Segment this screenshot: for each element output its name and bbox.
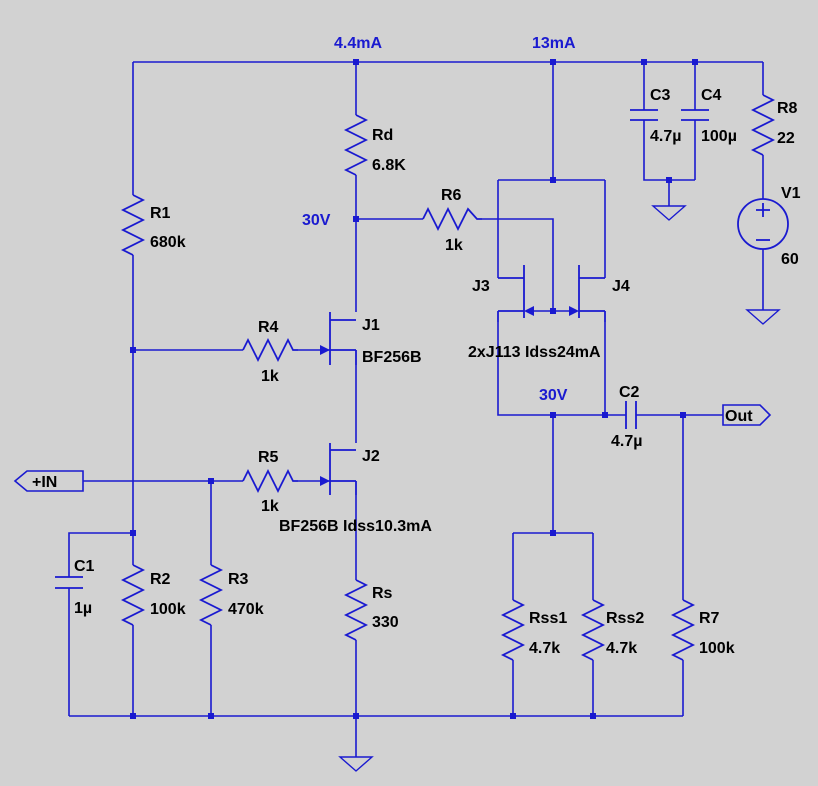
voltage-source-v1 xyxy=(737,198,789,250)
r2-name: R2 xyxy=(150,571,171,588)
rs-value: 330 xyxy=(372,614,399,631)
r4-name: R4 xyxy=(258,319,279,336)
rss2-value: 4.7k xyxy=(606,640,637,657)
rd-value: 6.8K xyxy=(372,157,406,174)
c2-value: 4.7µ xyxy=(611,433,642,450)
resistor-rd xyxy=(343,114,369,176)
resistor-r4 xyxy=(242,337,298,363)
capacitor-c3 xyxy=(630,109,658,121)
current-annotation-right: 13mA xyxy=(532,35,576,52)
ground-icon xyxy=(338,756,374,772)
r6-name: R6 xyxy=(441,187,462,204)
j2-model: BF256B Idss10.3mA xyxy=(279,518,432,535)
ground-icon xyxy=(745,309,781,325)
c3-value: 4.7µ xyxy=(650,128,681,145)
resistor-r3 xyxy=(198,564,224,626)
jfet-j1 xyxy=(320,312,357,365)
output-port-label: Out xyxy=(725,408,753,425)
rs-name: Rs xyxy=(372,585,393,602)
r1-value: 680k xyxy=(150,234,186,251)
jfet-j2 xyxy=(320,443,357,495)
voltage-annotation-drain: 30V xyxy=(302,212,331,229)
r4-value: 1k xyxy=(261,368,279,385)
rd-name: Rd xyxy=(372,127,393,144)
j1-name: J1 xyxy=(362,317,380,334)
wires xyxy=(68,61,764,757)
output-port: Out xyxy=(722,404,772,426)
r3-value: 470k xyxy=(228,601,264,618)
voltage-annotation-output: 30V xyxy=(539,387,568,404)
resistor-r2 xyxy=(120,564,146,626)
r6-value: 1k xyxy=(445,237,463,254)
j3-j4-model: 2xJ113 Idss24mA xyxy=(468,344,601,361)
resistor-r6 xyxy=(422,206,482,232)
r7-value: 100k xyxy=(699,640,735,657)
rss2-name: Rss2 xyxy=(606,610,644,627)
capacitor-c2 xyxy=(625,401,637,429)
input-port-label: +IN xyxy=(32,474,57,491)
r3-name: R3 xyxy=(228,571,249,588)
junction-dots xyxy=(130,59,698,719)
r2-value: 100k xyxy=(150,601,186,618)
rss1-value: 4.7k xyxy=(529,640,560,657)
jfet-j4 xyxy=(569,265,606,322)
v1-name: V1 xyxy=(781,185,801,202)
c4-name: C4 xyxy=(701,87,722,104)
r7-name: R7 xyxy=(699,610,720,627)
r5-value: 1k xyxy=(261,498,279,515)
r8-value: 22 xyxy=(777,130,795,147)
c2-name: C2 xyxy=(619,384,640,401)
j4-name: J4 xyxy=(612,278,630,295)
j3-name: J3 xyxy=(472,278,490,295)
c1-name: C1 xyxy=(74,558,95,575)
jfet-j3 xyxy=(497,265,534,322)
resistor-rss1 xyxy=(500,599,526,661)
resistor-rss2 xyxy=(580,599,606,661)
ground-icon xyxy=(651,205,687,221)
j2-name: J2 xyxy=(362,448,380,465)
r5-name: R5 xyxy=(258,449,279,466)
resistor-r7 xyxy=(670,599,696,661)
resistor-r1 xyxy=(120,194,146,256)
capacitor-c1 xyxy=(55,576,83,589)
r1-name: R1 xyxy=(150,205,171,222)
resistor-r8 xyxy=(750,94,776,156)
input-port: +IN xyxy=(13,470,84,492)
resistor-r5 xyxy=(242,468,298,494)
current-annotation-left: 4.4mA xyxy=(334,35,382,52)
c3-name: C3 xyxy=(650,87,671,104)
capacitor-c4 xyxy=(681,109,709,121)
r8-name: R8 xyxy=(777,100,798,117)
j1-model: BF256B xyxy=(362,349,422,366)
v1-value: 60 xyxy=(781,251,799,268)
resistor-rs xyxy=(343,579,369,641)
c1-value: 1µ xyxy=(74,600,92,617)
c4-value: 100µ xyxy=(701,128,737,145)
rss1-name: Rss1 xyxy=(529,610,567,627)
